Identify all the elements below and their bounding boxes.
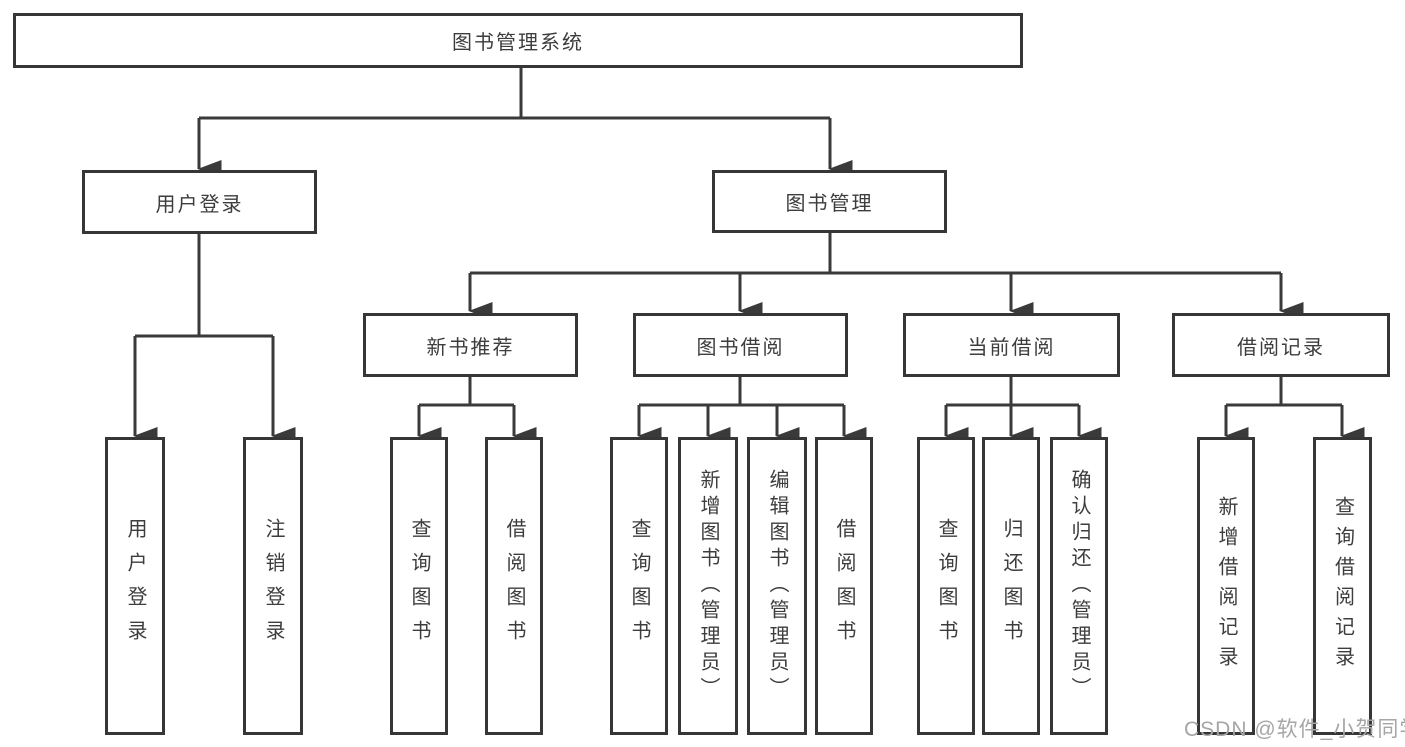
node-leaf-bb-query: 查询图书 (610, 437, 668, 735)
node-borrow-records: 借阅记录 (1172, 313, 1390, 377)
node-leaf-cb-query: 查询图书 (917, 437, 975, 735)
node-leaf-nb-query-label: 查询图书 (408, 518, 430, 654)
node-leaf-cb-confirm: 确认归还（管理员） (1050, 437, 1108, 735)
node-user-login-label: 用户登录 (155, 193, 244, 216)
node-leaf-cb-return-label: 归还图书 (1000, 518, 1022, 654)
node-current-borrow-label: 当前借阅 (967, 336, 1056, 359)
node-book-mgmt: 图书管理 (712, 170, 947, 233)
node-leaf-bb-borrow: 借阅图书 (815, 437, 873, 735)
node-leaf-nb-borrow: 借阅图书 (485, 437, 543, 735)
node-leaf-bb-query-label: 查询图书 (628, 518, 650, 654)
node-leaf-nb-query: 查询图书 (390, 437, 448, 735)
node-user-login: 用户登录 (82, 170, 317, 234)
node-new-books: 新书推荐 (363, 313, 578, 377)
node-leaf-bb-edit: 编辑图书（管理员） (747, 437, 807, 735)
node-book-borrow-label: 图书借阅 (696, 336, 785, 359)
node-leaf-nb-borrow-label: 借阅图书 (503, 518, 525, 654)
node-new-books-label: 新书推荐 (426, 336, 515, 359)
node-book-borrow: 图书借阅 (633, 313, 848, 377)
node-borrow-records-label: 借阅记录 (1237, 336, 1325, 359)
node-leaf-bb-add: 新增图书（管理员） (678, 437, 738, 735)
node-root-label: 图书管理系统 (452, 32, 584, 54)
node-leaf-user-login-label: 用户登录 (124, 518, 146, 654)
node-leaf-bb-add-label: 新增图书（管理员） (697, 469, 719, 703)
node-leaf-logout: 注销登录 (243, 437, 303, 735)
node-leaf-br-add-label: 新增借阅记录 (1215, 496, 1237, 676)
node-leaf-br-query: 查询借阅记录 (1313, 437, 1372, 735)
node-leaf-cb-confirm-label: 确认归还（管理员） (1068, 469, 1090, 703)
node-leaf-bb-borrow-label: 借阅图书 (833, 518, 855, 654)
node-leaf-bb-edit-label: 编辑图书（管理员） (766, 469, 788, 703)
node-leaf-user-login: 用户登录 (105, 437, 165, 735)
node-leaf-cb-return: 归还图书 (982, 437, 1040, 735)
node-leaf-cb-query-label: 查询图书 (935, 518, 957, 654)
node-leaf-logout-label: 注销登录 (262, 518, 284, 654)
node-root: 图书管理系统 (13, 13, 1023, 68)
watermark: CSDN @软件_小贺同学 (1184, 718, 1405, 741)
node-leaf-br-query-label: 查询借阅记录 (1331, 496, 1354, 676)
node-current-borrow: 当前借阅 (903, 313, 1120, 377)
node-leaf-br-add: 新增借阅记录 (1197, 437, 1255, 735)
node-book-mgmt-label: 图书管理 (785, 193, 874, 215)
